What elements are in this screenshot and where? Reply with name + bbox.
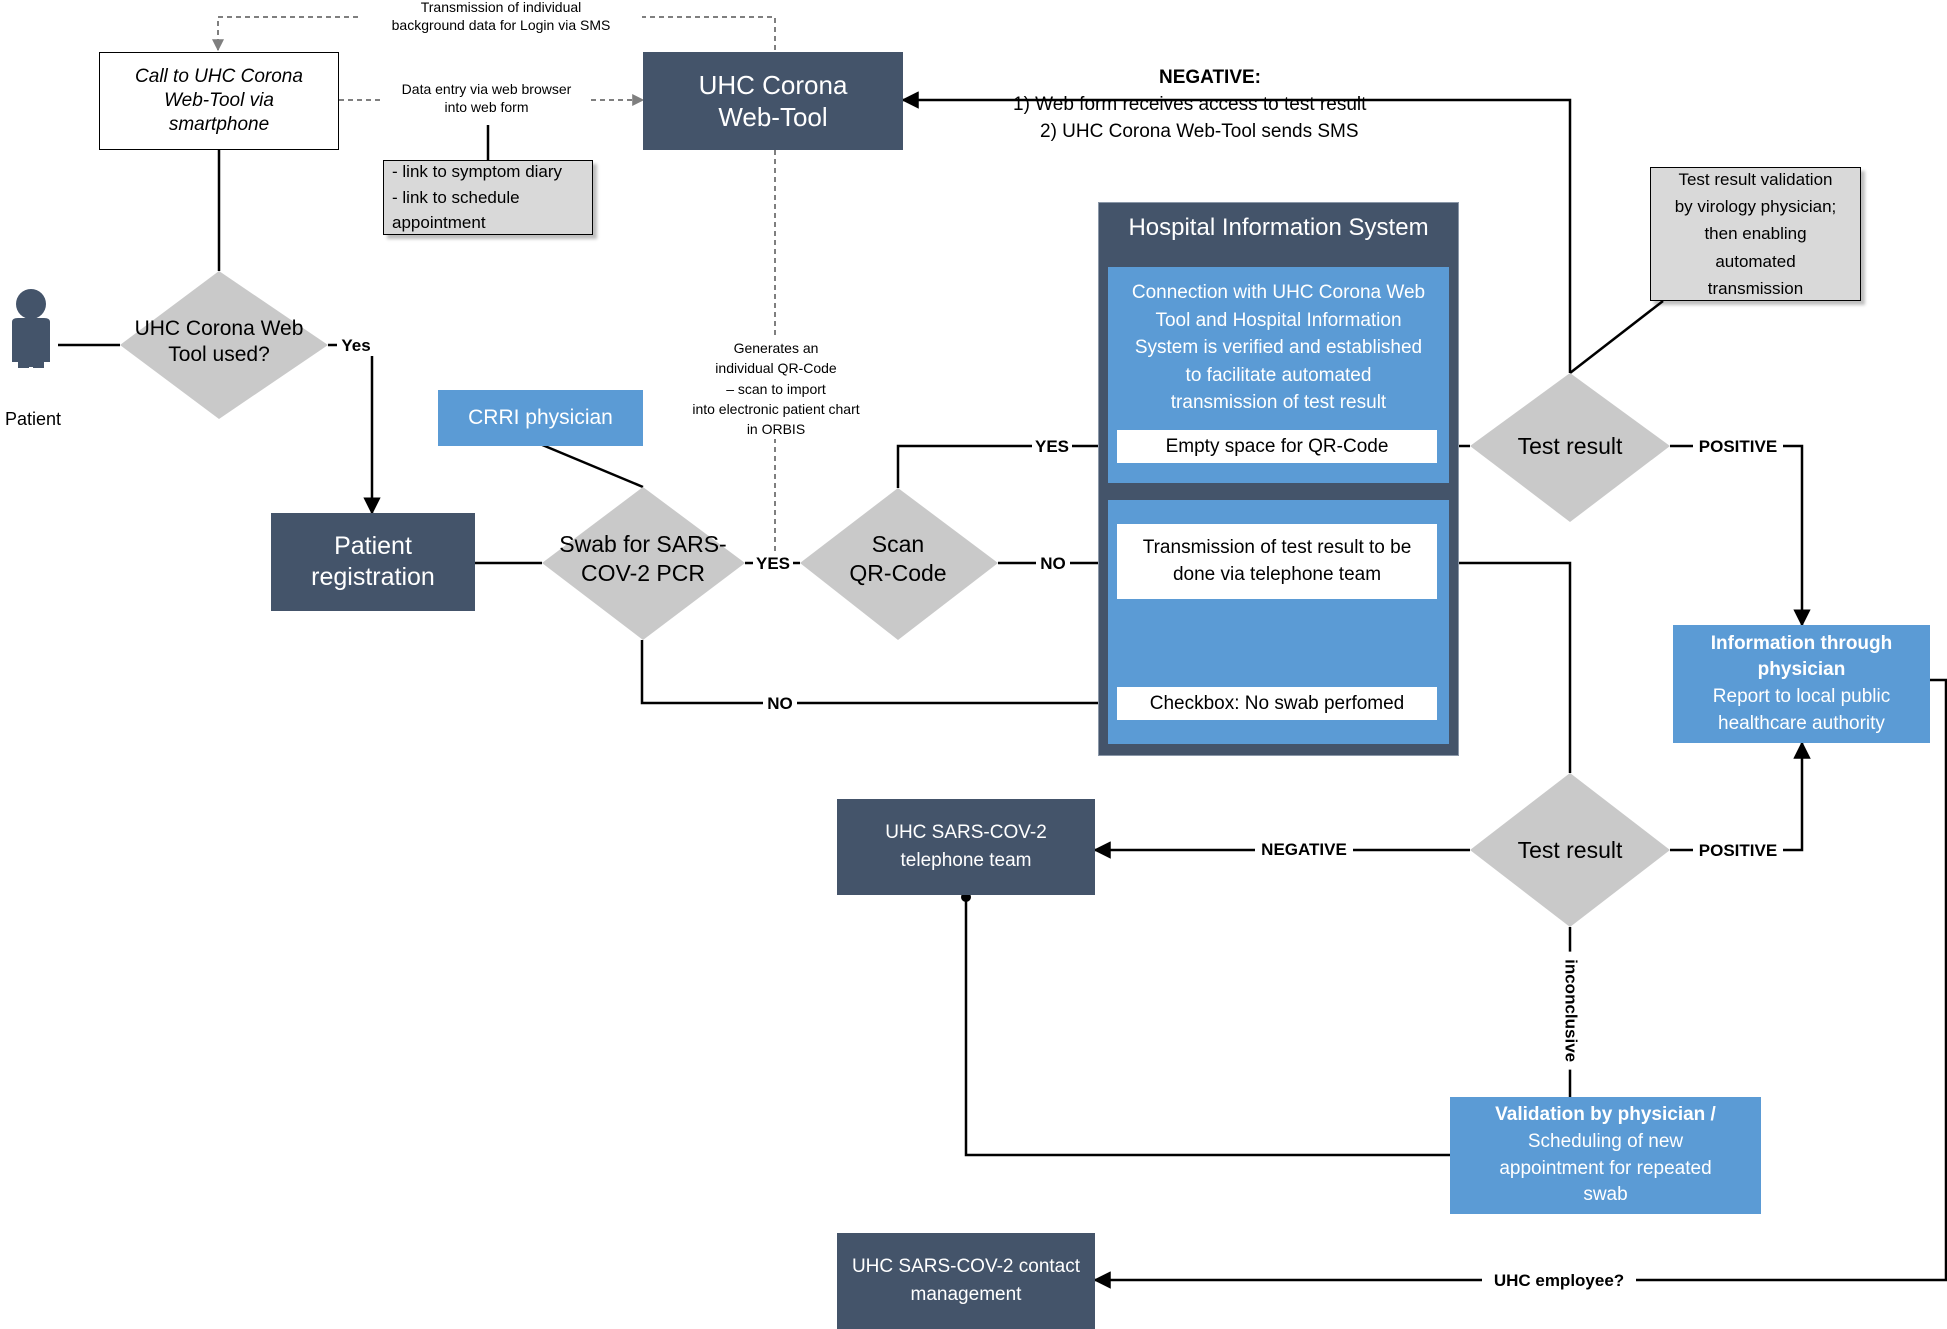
edge-scan-yes (896, 437, 1119, 488)
dashed-connectors (212, 16, 776, 563)
edge-label-transmission-sms: Transmission of individual background da… (360, 0, 642, 34)
edge-label-no-scan: NO (1036, 553, 1070, 575)
edge-label-positive-upper: POSITIVE (1693, 436, 1783, 458)
edge-label-negative-lower: NEGATIVE (1255, 839, 1353, 861)
edge-virology-link (1569, 300, 1664, 374)
decision-test-result-upper-label: Test result (1517, 433, 1623, 459)
edge-yes-registration (328, 343, 381, 515)
info-physician-heading: Information through physician (1710, 632, 1893, 681)
contact-management-node: UHC SARS-COV-2 contact management (837, 1233, 1095, 1329)
info-physician-text: Report to local public healthcare author… (1712, 686, 1891, 734)
edge-label-positive-lower: POSITIVE (1693, 840, 1783, 862)
decision-scan (800, 488, 998, 640)
edge-validation-to-telephone (964, 897, 1450, 1157)
edge-label-data-entry: Data entry via web browser into web form (383, 81, 590, 116)
decision-scan-label: Scan QR-Code (849, 531, 947, 586)
his-qr-space: Empty space for QR-Code (1117, 430, 1437, 463)
edge-label-inconclusive: inconclusive (1560, 951, 1582, 1070)
physician-validation-heading: Validation by physician / (1495, 1104, 1716, 1126)
edge-label-yes-qr: YES (1032, 436, 1072, 458)
physician-validation-node: Validation by physician / Scheduling of … (1450, 1097, 1761, 1214)
physician-validation-text: Scheduling of new appointment for repeat… (1499, 1130, 1712, 1206)
decision-shapes (120, 271, 1670, 927)
his-connection-text: Connection with UHC Corona Web Tool and … (1131, 282, 1426, 414)
edge-negative-webtool (901, 91, 1572, 373)
edge-label-yes-scan: YES (753, 553, 793, 575)
decision-swab-label: Swab for SARS- COV-2 PCR (559, 531, 727, 586)
virology-validation-note: Test result validation by virology physi… (1650, 167, 1861, 301)
decision-webtool-used-label: UHC Corona Web Tool used? (134, 317, 304, 367)
edge-positive-info-top (1670, 444, 1811, 627)
edge-label-negative-title: NEGATIVE: (1158, 67, 1262, 88)
edge-label-negative-2: 2) UHC Corona Web-Tool sends SMS (1040, 121, 1359, 142)
webtool-node: UHC Corona Web-Tool (643, 52, 903, 150)
his-checkbox-box: Checkbox: No swab perfomed (1117, 687, 1437, 720)
patient-label: Patient (4, 409, 62, 429)
edge-label-no-swab: NO (763, 693, 797, 715)
edge-telephone-to-result (1437, 561, 1572, 773)
edge-label-uhc-employee: UHC employee? (1482, 1270, 1636, 1292)
decision-webtool-used (120, 271, 328, 419)
links-note: - link to symptom diary - link to schedu… (383, 160, 593, 235)
edge-label-generates-qr: Generates an individual QR-Code – scan t… (670, 338, 882, 440)
decision-test-result-lower (1470, 773, 1670, 927)
edge-label-negative-1: 1) Web form receives access to test resu… (1013, 94, 1367, 115)
patient-registration-node: Patient registration (271, 513, 475, 611)
edge-crri-to-swab (539, 442, 644, 489)
edge-transmission-sms (212, 16, 776, 52)
his-telephone-box: Transmission of test result to be done v… (1117, 524, 1437, 599)
decision-test-result-upper (1470, 373, 1670, 522)
crri-physician-node: CRRI physician (438, 390, 643, 446)
edge-label-yes-registration: Yes (337, 335, 375, 357)
telephone-team-node: UHC SARS-COV-2 telephone team (837, 799, 1095, 895)
call-webtool-node: Call to UHC Corona Web-Tool via smartpho… (99, 52, 339, 150)
his-title: Hospital Information System (1128, 214, 1429, 241)
patient-icon (12, 289, 50, 368)
decision-test-result-lower-label: Test result (1517, 837, 1623, 863)
info-physician-node: Information through physician Report to … (1673, 625, 1930, 743)
edge-swab-no (640, 640, 1119, 712)
decision-swab (542, 487, 745, 640)
edge-positive-info-bottom (1670, 741, 1811, 852)
